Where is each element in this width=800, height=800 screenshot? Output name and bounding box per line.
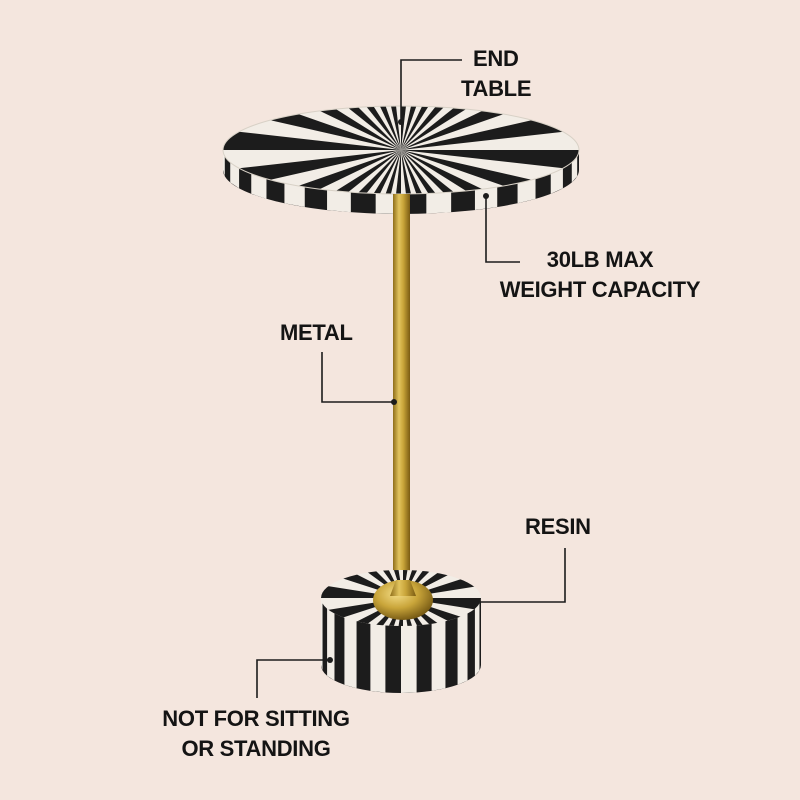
base-ray <box>403 598 481 626</box>
base-sunburst <box>321 570 481 626</box>
leader-weight <box>485 196 520 263</box>
sunburst-ray <box>223 150 401 194</box>
callout-end-table: END TABLE <box>461 44 532 104</box>
callout-metal: METAL <box>280 318 353 348</box>
base-stripe <box>474 598 480 676</box>
callout-end-table-line2: TABLE <box>461 76 532 101</box>
sunburst-ray <box>223 106 401 150</box>
base-stripe <box>457 598 468 685</box>
callout-resin: RESIN <box>525 512 591 542</box>
callout-resin-line1: RESIN <box>525 514 591 539</box>
sunburst-ray <box>401 106 579 150</box>
base-stripe <box>321 598 323 671</box>
base-ray <box>321 579 403 598</box>
callout-end-table-line1: END <box>473 46 519 71</box>
callout-warning: NOT FOR SITTING OR STANDING <box>140 704 372 764</box>
sunburst-ray <box>223 150 401 194</box>
sunburst-ray <box>401 106 579 150</box>
leader-lines <box>256 59 566 698</box>
sunburst-ray <box>401 106 579 150</box>
brass-knob <box>373 580 433 620</box>
base-ray <box>332 570 403 598</box>
callout-weight: 30LB MAX WEIGHT CAPACITY <box>482 245 718 305</box>
leader-warning <box>256 659 330 698</box>
base-ray <box>321 598 403 626</box>
sunburst-ray <box>223 120 401 150</box>
leader-end-table <box>400 59 462 122</box>
callout-metal-line1: METAL <box>280 320 353 345</box>
base-stripe <box>344 598 357 689</box>
base-ray <box>321 598 403 626</box>
base-ray <box>403 598 481 617</box>
tabletop-sunburst <box>223 106 579 194</box>
metal-stem <box>393 194 410 590</box>
leader-dots <box>327 119 489 663</box>
tabletop <box>222 105 580 214</box>
sunburst-ray <box>401 150 579 180</box>
base-ray <box>321 570 403 598</box>
sunburst-ray <box>401 150 579 194</box>
sunburst-ray <box>223 150 401 194</box>
base-ray <box>403 570 481 598</box>
leader-resin <box>474 548 566 603</box>
leader-metal <box>321 352 394 403</box>
base-ray <box>321 598 403 626</box>
callout-weight-line2: WEIGHT CAPACITY <box>499 277 701 302</box>
resin-base <box>321 570 481 693</box>
callout-weight-line1: 30LB MAX <box>546 247 654 272</box>
callout-warning-line2: OR STANDING <box>181 736 331 761</box>
base-ray <box>403 570 481 598</box>
edge-stripe <box>223 150 225 177</box>
callout-warning-line1: NOT FOR SITTING <box>162 706 350 731</box>
base-ray <box>403 598 474 626</box>
